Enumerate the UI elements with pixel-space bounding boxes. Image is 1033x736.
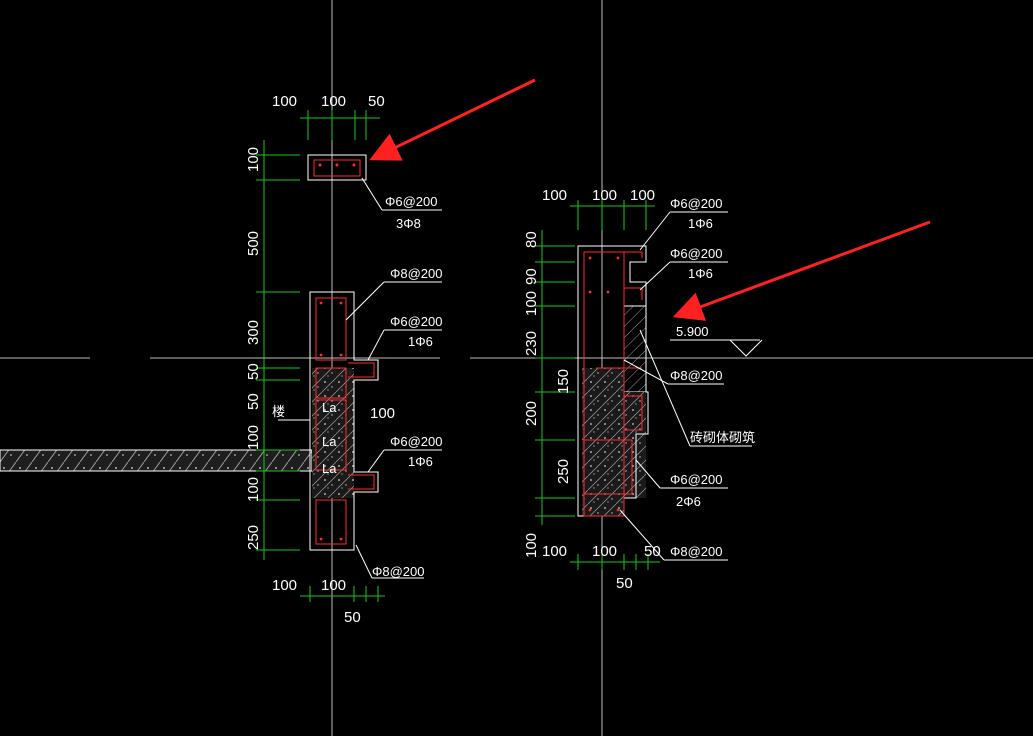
la-label-3: La — [322, 461, 337, 476]
la-label-1: La — [322, 400, 337, 415]
right-text: 100 100 100 80 90 100 230 150 200 250 10… — [523, 187, 755, 592]
left-cap-beam — [307, 154, 367, 181]
la-label-2: La — [322, 434, 337, 449]
dim-side-6: 100 — [245, 425, 262, 450]
right-wall — [577, 245, 649, 517]
right-leaders — [619, 211, 763, 561]
dim-side-2: 500 — [245, 231, 262, 256]
dim-side-3: 300 — [245, 320, 262, 345]
ledge1-bars-label: 1Φ6 — [408, 334, 433, 349]
r-dim-top-3: 100 — [630, 187, 655, 204]
left-dimensions — [256, 110, 385, 602]
r-dim-side-3: 100 — [523, 291, 540, 316]
r-dim-side-1: 80 — [523, 231, 540, 248]
r-s1-bars: 1Φ6 — [688, 216, 713, 231]
right-dimensions — [535, 200, 660, 570]
r-dim-top-1: 100 — [542, 187, 567, 204]
r-s2-bars: 1Φ6 — [688, 266, 713, 281]
bottom-stirrup-label: Φ8@200 — [372, 564, 425, 579]
dim-side-5: 50 — [245, 393, 262, 410]
left-leaders — [278, 177, 442, 579]
r-dim-bottom-4: 50 — [616, 575, 633, 592]
dim-top-3: 50 — [368, 93, 385, 110]
r-s1-stirrup: Φ6@200 — [670, 196, 723, 211]
r-dim-bottom-2: 100 — [592, 543, 617, 560]
wall-stirrup-label: Φ8@200 — [390, 266, 443, 281]
left-slab — [0, 449, 313, 472]
left-text: 100 100 50 100 500 300 50 50 100 100 250… — [245, 93, 443, 626]
dim-bottom-3: 50 — [344, 609, 361, 626]
r-s4-stirrup: Φ6@200 — [670, 472, 723, 487]
r-dim-bottom-3: 50 — [644, 543, 661, 560]
ledge2-stirrup-label: Φ6@200 — [390, 434, 443, 449]
r-dim-side-8: 100 — [523, 533, 540, 558]
r-dim-top-2: 100 — [592, 187, 617, 204]
ledge-width-label: 100 — [370, 405, 395, 422]
r-dim-side-5: 150 — [555, 369, 572, 394]
r-s2-stirrup: Φ6@200 — [670, 246, 723, 261]
right-brick — [623, 305, 647, 393]
dim-top-1: 100 — [272, 93, 297, 110]
ledge1-stirrup-label: Φ6@200 — [390, 314, 443, 329]
r-dim-side-2: 90 — [523, 268, 540, 285]
r-dim-side-6: 200 — [523, 401, 540, 426]
r-s3-stirrup: Φ8@200 — [670, 368, 723, 383]
ledge2-bars-label: 1Φ6 — [408, 454, 433, 469]
dim-side-1: 100 — [245, 147, 262, 172]
annotation-arrows — [369, 78, 931, 321]
r-s4-bars: 2Φ6 — [676, 494, 701, 509]
elevation-label: 5.900 — [676, 324, 709, 339]
cap-stirrup-label: Φ6@200 — [385, 194, 438, 209]
dim-side-4: 50 — [245, 363, 262, 380]
left-wall — [309, 291, 379, 551]
r-dim-side-4: 230 — [523, 331, 540, 356]
brick-note: 砖砌体砌筑 — [690, 430, 755, 445]
r-dim-side-7: 250 — [555, 459, 572, 484]
r-dim-bottom-1: 100 — [542, 543, 567, 560]
slab-tag: 楼 — [272, 404, 285, 419]
cap-bars-label: 3Φ8 — [396, 216, 421, 231]
dim-side-8: 250 — [245, 525, 262, 550]
dim-side-7: 100 — [245, 477, 262, 502]
dim-top-2: 100 — [321, 93, 346, 110]
dim-bottom-2: 100 — [321, 577, 346, 594]
r-s5-stirrup: Φ8@200 — [670, 544, 723, 559]
dim-bottom-1: 100 — [272, 577, 297, 594]
